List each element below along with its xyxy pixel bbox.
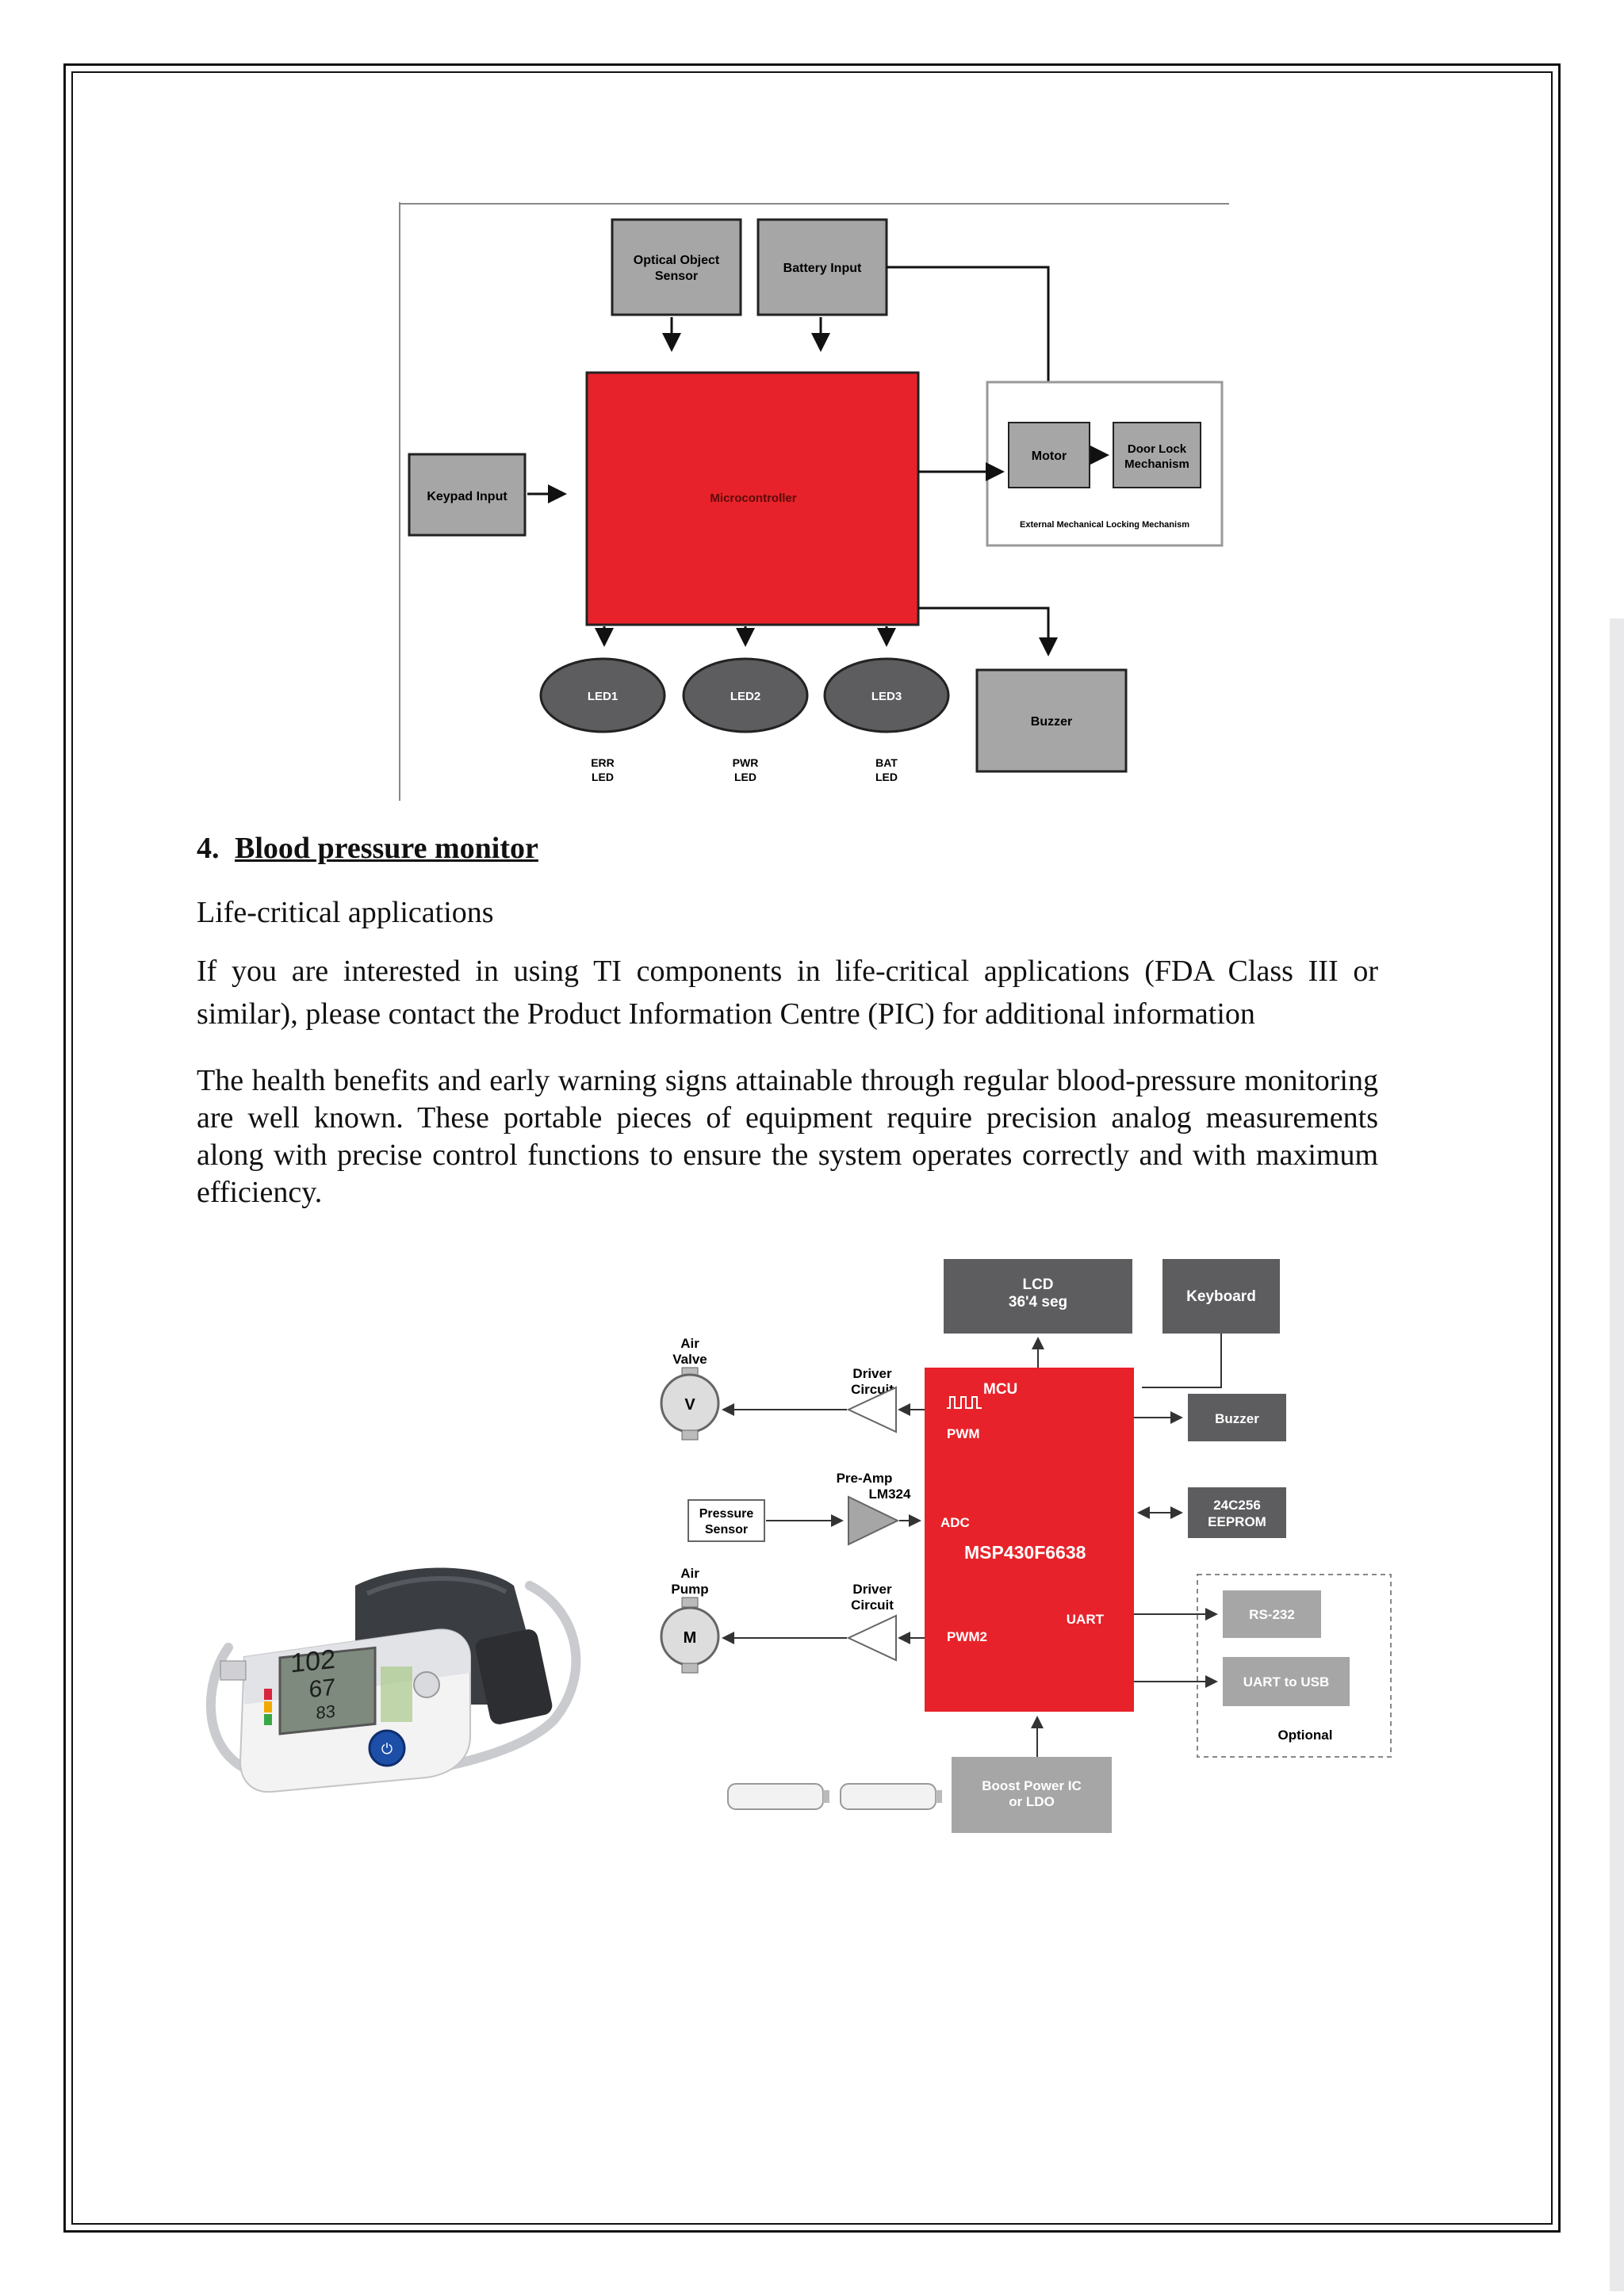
led2-caption-2: LED	[734, 771, 756, 783]
external-mechanism-caption: External Mechanical Locking Mechanism	[1020, 520, 1189, 530]
lcd-block: LCD 36'4 seg	[944, 1259, 1132, 1334]
pwm-label: PWM	[947, 1426, 980, 1441]
led1-indicator: LED1 ERR LED	[539, 657, 666, 783]
pressure-sensor-label-1: Pressure	[699, 1507, 754, 1521]
motor-label: Motor	[1032, 450, 1067, 463]
power-icon: ⏻	[381, 1741, 393, 1757]
air-pump-label-2: Pump	[671, 1582, 708, 1597]
page-border-inner	[71, 71, 1553, 2225]
door-lock-label-2: Mechanism	[1124, 457, 1189, 471]
air-pump: Air Pump M	[660, 1566, 720, 1674]
eeprom-block: 24C256 EEPROM	[1188, 1487, 1286, 1538]
driver-1-triangle	[846, 1386, 897, 1433]
buzzer-label: Buzzer	[1031, 715, 1072, 729]
battery-input-block: Battery Input	[756, 218, 888, 316]
eeprom-label-1: 24C256	[1213, 1498, 1261, 1513]
blood-pressure-monitor-photo: 102 67 83 ⏻	[197, 1554, 657, 1816]
eeprom-label-2: EEPROM	[1208, 1514, 1266, 1529]
reading-pulse: 83	[316, 1701, 335, 1724]
microcontroller-label: Microcontroller	[710, 492, 796, 505]
pre-amp-label-1: Pre-Amp	[837, 1471, 893, 1486]
pre-amp-label-2: LM324	[869, 1487, 911, 1502]
air-valve-label-2: Valve	[672, 1352, 707, 1367]
led2-label: LED2	[730, 690, 760, 703]
external-locking-mechanism: Motor Door Lock Mechanism External Mecha…	[986, 381, 1224, 547]
pressure-sensor-block: Pressure Sensor	[688, 1499, 765, 1542]
air-valve: Air Valve V	[660, 1336, 720, 1441]
optional-interfaces: RS-232 UART to USB Optional	[1197, 1574, 1392, 1758]
keyboard-block: Keyboard	[1162, 1259, 1280, 1334]
door-lock-block-diagram: Optical Object Sensor Battery Input Micr…	[399, 202, 1229, 801]
valve-symbol: V	[684, 1396, 695, 1414]
blood-pressure-block-diagram: LCD 36'4 seg Keyboard MCU PWM ADC MSP430…	[660, 1259, 1392, 1833]
led1-caption-2: LED	[592, 771, 614, 783]
optical-sensor-label-1: Optical Object	[634, 254, 720, 267]
page-border-outer	[63, 63, 1561, 2233]
section-heading: 4. Blood pressure monitor	[197, 831, 538, 866]
driver-circuit-2-label-1: Driver	[852, 1582, 892, 1597]
lcd-label-1: LCD	[1022, 1276, 1053, 1293]
pre-amp-triangle	[848, 1495, 900, 1546]
boost-power-block: Boost Power IC or LDO	[952, 1757, 1112, 1833]
keypad-input-label: Keypad Input	[427, 490, 508, 503]
door-lock-label-1: Door Lock	[1128, 442, 1187, 456]
battery-input-label: Battery Input	[783, 262, 862, 275]
buzzer-label-2: Buzzer	[1215, 1411, 1259, 1426]
pressure-sensor-label-2: Sensor	[705, 1523, 748, 1536]
reading-systolic: 102	[290, 1644, 335, 1679]
health-benefits-paragraph: The health benefits and early warning si…	[197, 1064, 1378, 1209]
driver-circuit-1-label-1: Driver	[852, 1366, 892, 1381]
section-number: 4.	[197, 832, 220, 865]
driver-circuit-2-label-2: Circuit	[851, 1598, 894, 1613]
led2-caption-1: PWR	[733, 756, 759, 769]
led3-caption-2: LED	[875, 771, 898, 783]
optional-label: Optional	[1278, 1728, 1333, 1743]
microcontroller-block: Microcontroller	[585, 371, 920, 626]
lcd-label-2: 36'4 seg	[1009, 1294, 1067, 1311]
chip-label: MSP430F6638	[964, 1542, 1086, 1563]
power-button	[368, 1729, 406, 1767]
air-pump-label-1: Air	[680, 1566, 699, 1581]
mcu-block: MCU PWM ADC MSP430F6638 UART PWM2	[925, 1368, 1134, 1712]
adc-label: ADC	[940, 1515, 970, 1530]
reading-diastolic: 67	[309, 1674, 335, 1703]
battery-cells	[727, 1783, 942, 1810]
buzzer-block-2: Buzzer	[1188, 1394, 1286, 1441]
pwm2-label: PWM2	[947, 1629, 987, 1644]
boost-label-2: or LDO	[1009, 1794, 1055, 1809]
buzzer-block: Buzzer	[975, 668, 1128, 773]
rs232-label: RS-232	[1249, 1607, 1295, 1622]
led3-caption-1: BAT	[875, 756, 898, 769]
keyboard-label: Keyboard	[1186, 1288, 1256, 1305]
uart-usb-label: UART to USB	[1243, 1674, 1330, 1689]
monitor-unit: 102 67 83 ⏻	[220, 1628, 471, 1793]
led3-indicator: LED3 BAT LED	[823, 657, 950, 783]
boost-label-1: Boost Power IC	[982, 1778, 1082, 1793]
ti-disclaimer-paragraph: If you are interested in using TI compon…	[197, 955, 1378, 1031]
led3-label: LED3	[871, 690, 902, 703]
driver-2-triangle	[846, 1614, 897, 1662]
led1-caption-1: ERR	[591, 756, 615, 769]
optical-sensor-block: Optical Object Sensor	[611, 218, 742, 316]
section-title: Blood pressure monitor	[235, 832, 538, 865]
keypad-input-block: Keypad Input	[408, 453, 527, 537]
mem-button	[413, 1671, 440, 1698]
led1-label: LED1	[588, 690, 618, 703]
air-valve-label-1: Air	[680, 1336, 699, 1351]
optical-sensor-label-2: Sensor	[655, 270, 698, 283]
uart-label: UART	[1067, 1612, 1105, 1627]
scan-edge-shadow	[1610, 618, 1624, 2291]
section-subtitle: Life-critical applications	[197, 896, 494, 929]
pump-symbol: M	[684, 1629, 697, 1647]
led2-indicator: LED2 PWR LED	[682, 657, 809, 783]
mcu-label: MCU	[983, 1381, 1017, 1398]
